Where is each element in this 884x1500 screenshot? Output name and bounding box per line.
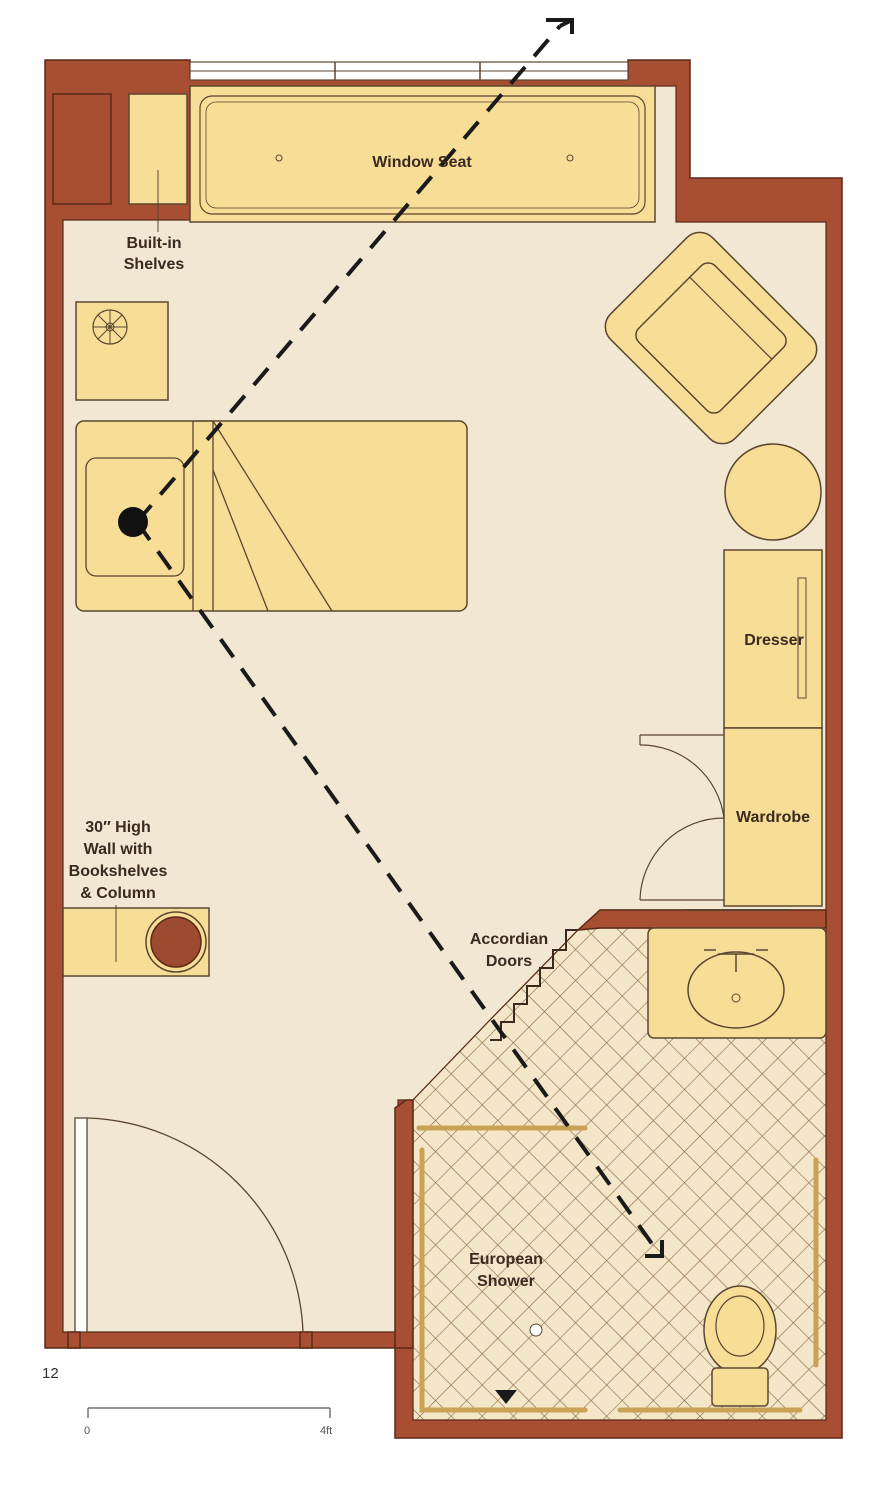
arrow-head-north-icon (546, 18, 574, 34)
arrow-head-south-icon (645, 1240, 664, 1258)
label-wall-1: 30″ High (85, 819, 150, 836)
viewpoint-marker (118, 507, 148, 537)
label-shower-2: Shower (477, 1273, 535, 1290)
sightline-arrows (135, 24, 657, 1250)
label-wardrobe: Wardrobe (736, 809, 810, 826)
half-wall-bookshelf (62, 905, 210, 977)
label-accordian-2: Doors (486, 953, 532, 970)
shower-drain (529, 1323, 543, 1337)
built-in-cabinet (52, 93, 112, 205)
label-shower-1: European (469, 1251, 543, 1268)
window-seat (189, 85, 656, 223)
scale-start: 0 (84, 1425, 90, 1437)
wardrobe-doors (639, 734, 725, 901)
toilet (703, 1285, 777, 1407)
sink-vanity (647, 909, 827, 1039)
scale-end: 4ft (320, 1425, 332, 1437)
label-wall-3: Bookshelves (69, 863, 168, 880)
label-dresser: Dresser (744, 632, 804, 649)
page-number: 12 (42, 1365, 59, 1382)
armchair (604, 231, 818, 445)
label-wall-2: Wall with (84, 841, 153, 858)
scale-bar (87, 1407, 331, 1418)
entry-door (67, 1117, 313, 1349)
window (189, 61, 629, 81)
wardrobe (723, 727, 823, 907)
grab-bars (416, 1125, 819, 1413)
accordion-doors (490, 929, 578, 1041)
label-window-seat: Window Seat (372, 154, 472, 171)
bed (75, 420, 468, 612)
label-wall-4: & Column (80, 885, 156, 902)
bathroom-wall-upper (575, 909, 827, 931)
label-built-in-1: Built-in (126, 235, 181, 252)
nightstand (75, 301, 169, 401)
shower-valve-icon (495, 1390, 517, 1404)
bathroom-wall-left (394, 1099, 414, 1349)
label-built-in-2: Shelves (124, 256, 185, 273)
side-table (724, 443, 822, 541)
label-accordian-1: Accordian (470, 931, 548, 948)
